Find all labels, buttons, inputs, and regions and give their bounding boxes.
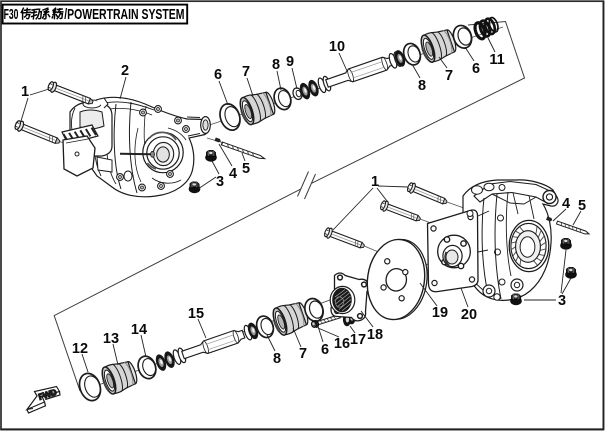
- svg-text:9: 9: [286, 54, 294, 70]
- svg-text:2: 2: [121, 63, 129, 79]
- svg-text:6: 6: [472, 61, 480, 77]
- svg-text:15: 15: [188, 306, 204, 322]
- svg-text:11: 11: [489, 52, 504, 68]
- svg-text:5: 5: [242, 161, 250, 177]
- svg-text:4: 4: [562, 196, 570, 212]
- svg-text:7: 7: [299, 346, 307, 362]
- svg-text:13: 13: [103, 331, 119, 347]
- svg-text:20: 20: [461, 307, 477, 323]
- svg-text:6: 6: [214, 67, 222, 83]
- svg-text:18: 18: [367, 327, 383, 343]
- svg-text:14: 14: [131, 322, 147, 338]
- svg-text:3: 3: [216, 174, 224, 190]
- svg-text:7: 7: [445, 68, 453, 84]
- svg-text:1: 1: [371, 174, 379, 190]
- svg-text:3: 3: [558, 293, 566, 309]
- svg-text:F30: F30: [4, 7, 19, 23]
- svg-text:/POWERTRAIN SYSTEM: /POWERTRAIN SYSTEM: [64, 7, 184, 23]
- svg-text:8: 8: [418, 78, 426, 94]
- svg-text:8: 8: [272, 57, 280, 73]
- svg-text:8: 8: [273, 351, 281, 367]
- svg-text:7: 7: [242, 64, 250, 80]
- svg-text:17: 17: [350, 332, 366, 348]
- svg-text:10: 10: [329, 39, 345, 55]
- svg-text:6: 6: [321, 342, 329, 358]
- svg-text:19: 19: [432, 305, 448, 321]
- svg-text:1: 1: [21, 84, 29, 100]
- svg-text:12: 12: [72, 341, 88, 357]
- svg-text:5: 5: [578, 198, 586, 214]
- svg-text:4: 4: [229, 166, 237, 182]
- svg-text:16: 16: [334, 336, 350, 352]
